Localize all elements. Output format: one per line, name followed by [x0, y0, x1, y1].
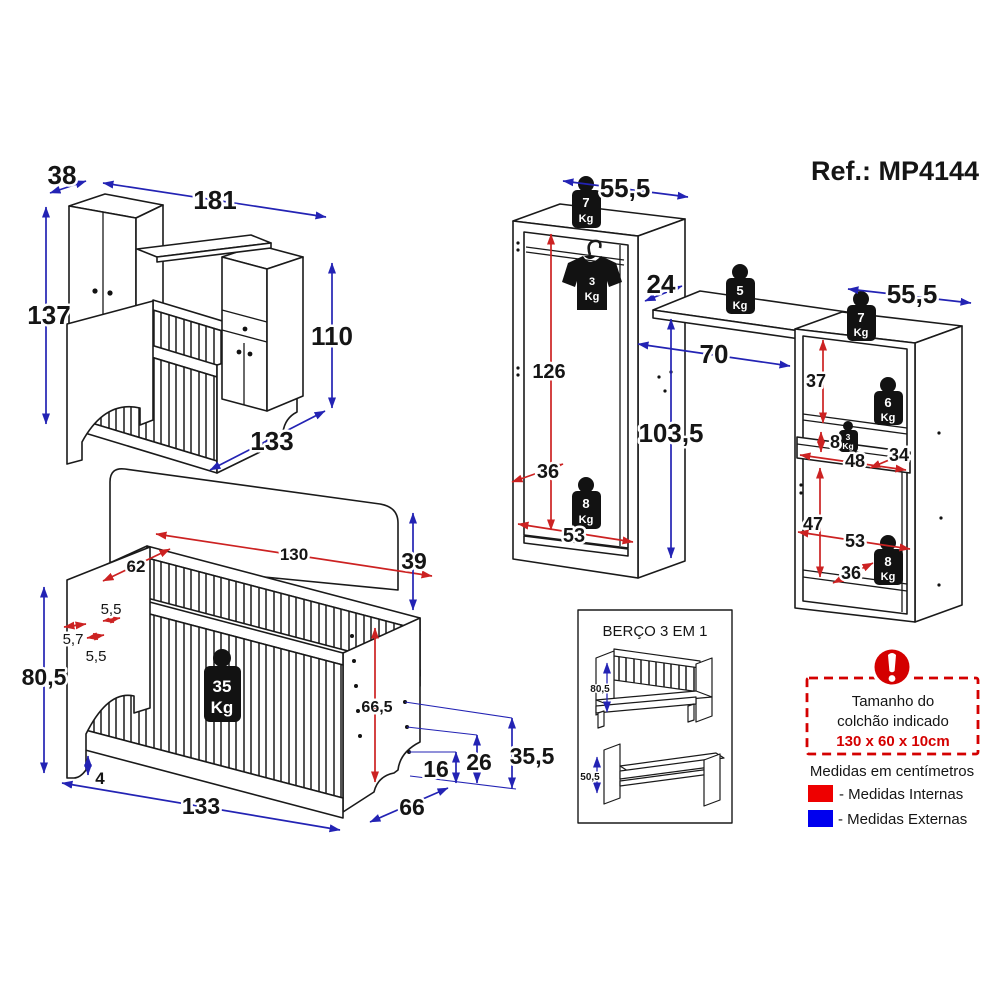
- legend-panel: Tamanho do colchão indicado 130 x 60 x 1…: [805, 646, 980, 828]
- dim-cabinet-drawer-w: 48: [845, 451, 865, 471]
- dim-crib-foot: 4: [95, 769, 105, 788]
- dim-shelf-depth: 24: [647, 269, 676, 299]
- inset-crib-drawing: 80,5: [589, 648, 713, 729]
- svg-text:Kg: Kg: [881, 571, 896, 583]
- dim-cabinet-drawer-h: 8: [830, 432, 840, 452]
- crib-head-panel: [66, 546, 151, 779]
- dim-crib-headboard: 39: [401, 548, 427, 574]
- dim-crib-hole-3: 35,5: [510, 743, 555, 769]
- figure-combo: 38 181 137 110 133: [25, 158, 355, 474]
- svg-text:5: 5: [736, 283, 743, 298]
- warning-icon: [874, 649, 910, 685]
- weight-shirt-unit: Kg: [585, 291, 600, 303]
- dim-cabinet-lower-h: 47: [803, 514, 823, 534]
- door-knob: [92, 288, 98, 294]
- mattress-size: 130 x 60 x 10cm: [836, 733, 949, 750]
- svg-text:8: 8: [884, 554, 891, 569]
- dim-crib-hole-2: 26: [466, 749, 492, 775]
- dim-inset-bed-height: 50,5: [580, 772, 600, 783]
- dim-crib-inner-width: 62: [127, 557, 146, 576]
- svg-text:Kg: Kg: [842, 441, 853, 451]
- hanging-shirt-icon: 3 Kg: [562, 239, 622, 310]
- swatch-internal: [808, 785, 833, 802]
- dim-inset-crib-height: 80,5: [590, 684, 610, 695]
- svg-text:35: 35: [213, 677, 232, 696]
- dim-crib-depth: 66: [399, 794, 425, 820]
- dim-wardrobe-ext-height: 103,5: [638, 418, 703, 448]
- door-knob: [236, 349, 242, 355]
- dim-cabinet-upper: 37: [806, 371, 826, 391]
- dim-cabinet-width: 55,5: [887, 279, 938, 309]
- svg-text:Kg: Kg: [733, 300, 748, 312]
- dim-crib-inner-height: 66,5: [361, 699, 392, 716]
- dim-slat-gap-b: 5,7: [63, 631, 84, 648]
- dim-combo-depth: 38: [48, 160, 77, 190]
- weight-7kg-icon: 7 Kg: [847, 291, 876, 341]
- swatch-external: [808, 810, 833, 827]
- mattress-note-line2: colchão indicado: [837, 713, 949, 730]
- svg-text:Kg: Kg: [579, 213, 594, 225]
- inset-title: BERÇO 3 EM 1: [602, 623, 707, 640]
- weight-shirt-value: 3: [589, 276, 595, 288]
- dim-slat-gap-c: 5,5: [86, 648, 107, 665]
- figure-crib: 35 Kg 130 62 5,5 5,7 5,5 66,5 39 80,5 16…: [19, 467, 557, 833]
- svg-text:8: 8: [582, 496, 589, 511]
- inset-bed-drawing: 50,5: [579, 743, 725, 807]
- weight-6kg-icon: 6 Kg: [874, 377, 903, 425]
- svg-text:7: 7: [857, 310, 864, 325]
- dim-wardrobe-width: 55,5: [600, 173, 651, 203]
- svg-text:Kg: Kg: [211, 698, 234, 717]
- dim-combo-height-left: 137: [27, 300, 70, 330]
- combo-cabinet-side: [266, 256, 304, 412]
- svg-text:7: 7: [582, 195, 589, 210]
- dim-cabinet-lower-d: 36: [841, 563, 861, 583]
- dim-slat-gap-a: 5,5: [101, 601, 122, 618]
- dim-crib-hole-1: 16: [423, 756, 449, 782]
- dim-cabinet-drawer-d: 34: [889, 445, 909, 465]
- ref-label: Ref.: MP4144: [811, 156, 979, 186]
- dim-combo-height-right: 110: [311, 321, 353, 351]
- dim-combo-length: 133: [250, 426, 293, 456]
- dim-crib-length: 133: [182, 793, 220, 819]
- mattress-note-line1: Tamanho do: [852, 693, 935, 710]
- legend-internal-label: - Medidas Internas: [839, 786, 963, 803]
- drawer-knob: [242, 326, 248, 332]
- cabinet-side: [914, 325, 963, 623]
- svg-text:3: 3: [846, 432, 851, 442]
- svg-text:Kg: Kg: [881, 412, 896, 424]
- dim-crib-height: 80,5: [22, 664, 67, 690]
- combo-crib-head-panel: [66, 300, 154, 465]
- figure-cabinet: 7 Kg 6 Kg 3 Kg 8 Kg 55,5 37 8 48: [794, 277, 972, 623]
- dim-wardrobe-inner-depth: 36: [537, 461, 559, 483]
- weight-35kg-icon: 35 Kg: [204, 649, 241, 722]
- dim-wardrobe-inner-height: 126: [532, 361, 565, 383]
- door-knob: [247, 351, 253, 357]
- svg-text:Kg: Kg: [854, 327, 869, 339]
- dim-crib-inner-length: 130: [280, 545, 308, 564]
- weight-3kg-icon: 3 Kg: [839, 421, 858, 452]
- svg-text:6: 6: [884, 395, 891, 410]
- crib-foot-panel: [342, 617, 421, 813]
- weight-8kg-icon: 8 Kg: [572, 477, 601, 529]
- dim-cabinet-lower-w: 53: [845, 531, 865, 551]
- legend-external-label: - Medidas Externas: [838, 811, 967, 828]
- dim-wardrobe-inner-width: 53: [563, 525, 585, 547]
- units-note: Medidas em centímetros: [810, 763, 974, 780]
- inset-box: BERÇO 3 EM 1 80,5 50,5: [577, 609, 733, 824]
- dim-combo-width: 181: [193, 185, 236, 215]
- weight-5kg-icon: 5 Kg: [726, 264, 755, 314]
- figure-wardrobe: 3 Kg 7 Kg 8 Kg 5 Kg 55,5 126: [511, 171, 848, 579]
- door-knob: [107, 290, 113, 296]
- dim-shelf-span: 70: [700, 339, 729, 369]
